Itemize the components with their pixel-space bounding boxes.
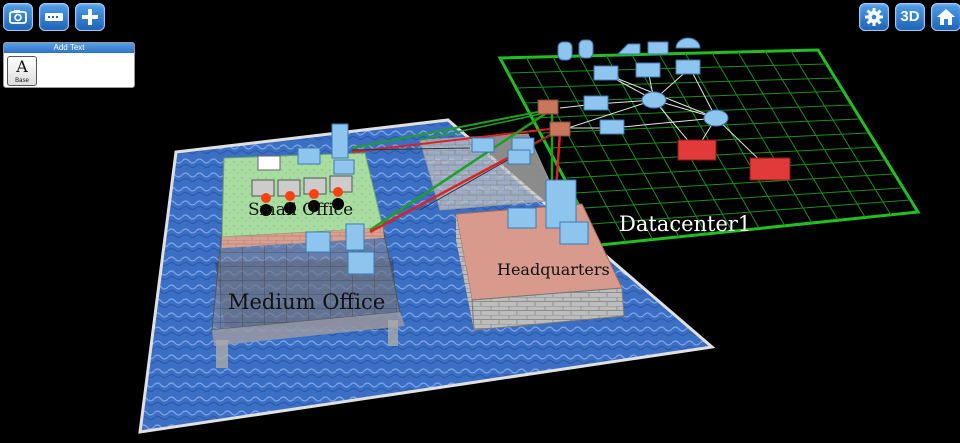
camera-icon [9, 10, 27, 24]
label-small-office: Small Office [248, 200, 354, 220]
label-datacenter: Datacenter1 [619, 212, 752, 236]
add-text-panel: Add Text A Base [3, 42, 135, 88]
settings-button[interactable] [859, 3, 889, 31]
plus-icon [82, 9, 98, 25]
label-headquarters: Headquarters [497, 260, 610, 279]
base-text-tool[interactable]: A Base [7, 56, 37, 86]
camera-button[interactable] [3, 3, 33, 31]
tool-label: Base [15, 78, 29, 84]
gear-icon [865, 8, 883, 26]
home-icon [937, 9, 955, 25]
panel-title: Add Text [4, 43, 134, 53]
office-devices [251, 123, 589, 275]
datacenter-devices [537, 37, 791, 181]
home-button[interactable] [931, 3, 960, 31]
view-3d-button[interactable]: 3D [895, 3, 925, 31]
device-button[interactable] [39, 3, 69, 31]
device-icon [45, 13, 63, 21]
label-medium-office: Medium Office [228, 290, 386, 314]
add-button[interactable] [75, 3, 105, 31]
headquarters-building [455, 203, 625, 331]
text-glyph: A [16, 57, 28, 76]
